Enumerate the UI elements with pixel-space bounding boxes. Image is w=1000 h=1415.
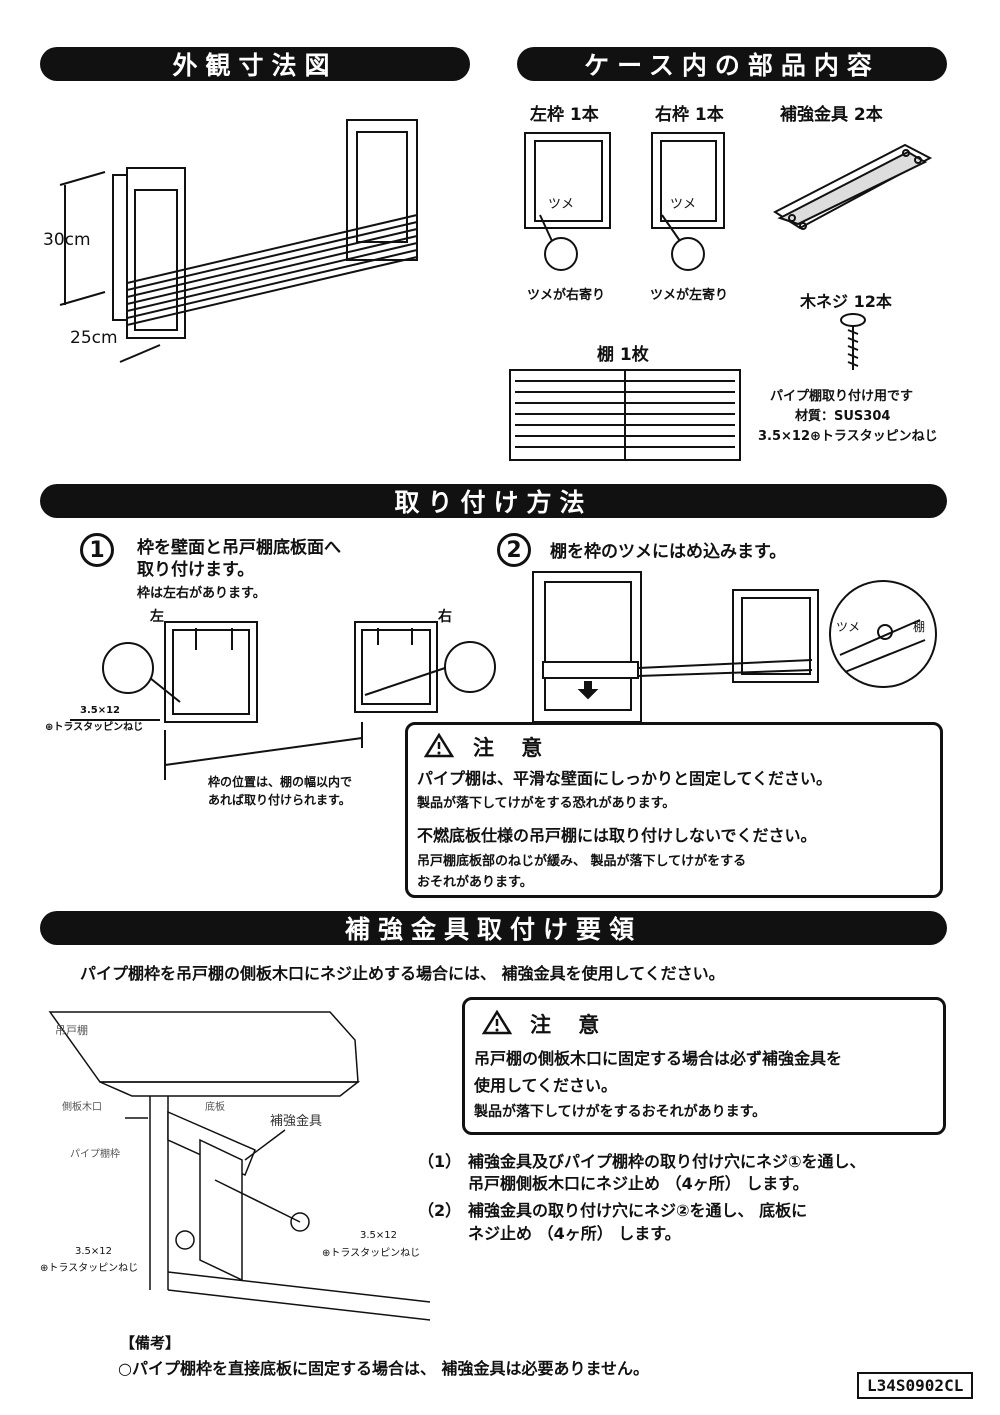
step1-screw-size: 3.5×12 bbox=[80, 705, 121, 716]
step2-drawing bbox=[532, 571, 937, 723]
header-install: 取り付け方法 bbox=[40, 484, 947, 518]
diagram-screw-a-size: 3.5×12 bbox=[75, 1246, 113, 1257]
diagram-screw-b-type: ⊕トラスタッピンねじ bbox=[322, 1248, 421, 1259]
claw-label-left: ツメ bbox=[548, 197, 575, 212]
caution1-line2: 製品が落下してけがをする恐れがあります。 bbox=[417, 796, 676, 811]
step1-line1: 枠を壁面と吊戸棚底板面へ bbox=[137, 538, 341, 558]
caution2-line2: 使用してください。 bbox=[474, 1076, 618, 1095]
diagram-bracket-label: 補強金具 bbox=[270, 1114, 323, 1129]
caution2-line3: 製品が落下してけがをするおそれがあります。 bbox=[474, 1104, 767, 1120]
header-reinforce: 補強金具取付け要領 bbox=[40, 911, 947, 945]
caution-box-2 bbox=[462, 997, 946, 1135]
screw-note-2: 材質：SUS304 bbox=[795, 409, 891, 424]
reinforce-intro: パイプ棚枠を吊戸棚の側板木口にネジ止めする場合には、 補強金具を使用してください… bbox=[80, 964, 725, 983]
screw-note-1: パイプ棚取り付け用です bbox=[770, 389, 914, 404]
caution1-line1: パイプ棚は、平滑な壁面にしっかりと固定してください。 bbox=[417, 769, 833, 788]
instr1-line2: 吊戸棚側板木口にネジ止め （4ヶ所） します。 bbox=[468, 1174, 809, 1193]
part-bracket-label: 補強金具 2本 bbox=[780, 105, 883, 125]
step1-line2: 取り付けます。 bbox=[137, 560, 255, 580]
shelf-dimension-drawing bbox=[59, 119, 418, 363]
caution2-title: 注 意 bbox=[530, 1013, 610, 1037]
step1-sub: 枠は左右があります。 bbox=[137, 586, 266, 601]
header-dimensions: 外観寸法図 bbox=[40, 47, 470, 81]
shelf-label: 棚 1枚 bbox=[597, 345, 649, 365]
step1-number: 1 bbox=[80, 533, 114, 567]
caution1-title: 注 意 bbox=[473, 736, 553, 760]
instr1-line1: 補強金具及びパイプ棚枠の取り付け穴にネジ①を通し、 bbox=[468, 1152, 866, 1171]
caution-box-1 bbox=[405, 722, 943, 898]
step1-drawing bbox=[70, 621, 496, 780]
screw-note-3: 3.5×12⊕トラスタッピンねじ bbox=[758, 429, 938, 444]
step2-text: 棚を枠のツメにはめ込みます。 bbox=[550, 542, 787, 562]
diagram-screw-b-size: 3.5×12 bbox=[360, 1230, 398, 1241]
caution1-line3: 不燃底板仕様の吊戸棚には取り付けしないでください。 bbox=[417, 826, 817, 845]
step1-left-label: 左 bbox=[150, 609, 164, 625]
part-left-frame-label: 左枠 1本 bbox=[530, 105, 599, 125]
claw-left-note: ツメが左寄り bbox=[650, 288, 729, 303]
step2-claw-label: ツメ bbox=[836, 620, 861, 634]
depth-dimension: 25cm bbox=[70, 328, 118, 348]
caution1-line4: 吊戸棚底板部のねじが緩み、 製品が落下してけがをする bbox=[417, 854, 747, 869]
step2-shelf-label: 棚 bbox=[913, 620, 926, 634]
document-code: L34S0902CL bbox=[857, 1372, 974, 1399]
instr1-number: （1） bbox=[418, 1152, 462, 1171]
instr2-line1: 補強金具の取り付け穴にネジ②を通し、 底板に bbox=[468, 1201, 808, 1220]
diagram-frame-label: パイプ棚枠 bbox=[70, 1149, 120, 1160]
diagram-bottom-label: 底板 bbox=[205, 1102, 225, 1113]
reinforce-drawing bbox=[48, 1011, 431, 1321]
parts-drawing bbox=[509, 132, 933, 461]
claw-right-note: ツメが右寄り bbox=[527, 288, 606, 303]
caution1-line5: おそれがあります。 bbox=[417, 875, 533, 890]
diagram-screw-a-type: ⊕トラスタッピンねじ bbox=[40, 1263, 139, 1274]
step1-right-label: 右 bbox=[438, 609, 452, 625]
diagram-side-label: 側板木口 bbox=[62, 1102, 102, 1113]
step1-screw-type: ⊕トラスタッピンねじ bbox=[45, 722, 144, 733]
step1-position-note1: 枠の位置は、棚の幅以内で bbox=[208, 775, 353, 789]
claw-label-right: ツメ bbox=[670, 197, 697, 212]
step2-number: 2 bbox=[497, 533, 531, 567]
diagram-cabinet-label: 吊戸棚 bbox=[55, 1024, 88, 1037]
part-right-frame-label: 右枠 1本 bbox=[655, 105, 724, 125]
warning-icon bbox=[423, 732, 455, 758]
caution2-line1: 吊戸棚の側板木口に固定する場合は必ず補強金具を bbox=[474, 1049, 843, 1068]
remarks-title: 【備考】 bbox=[120, 1334, 181, 1352]
header-contents: ケース内の部品内容 bbox=[517, 47, 947, 81]
remarks-line: ○パイプ棚枠を直接底板に固定する場合は、 補強金具は必要ありません。 bbox=[118, 1359, 650, 1378]
warning-icon bbox=[481, 1009, 513, 1035]
instr2-line2: ネジ止め （4ヶ所） します。 bbox=[468, 1224, 681, 1243]
step1-position-note2: あれば取り付けられます。 bbox=[208, 793, 351, 807]
screw-label: 木ネジ 12本 bbox=[800, 292, 892, 311]
instr2-number: （2） bbox=[418, 1201, 462, 1220]
height-dimension: 30cm bbox=[43, 230, 91, 250]
